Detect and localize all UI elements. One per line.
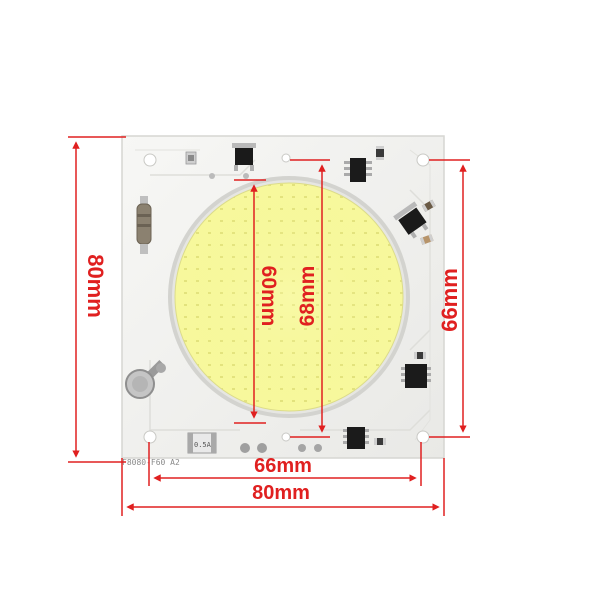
mounting-hole [281,153,291,163]
via-pad [209,173,215,179]
label-board-height: 80mm [83,254,108,318]
solder-pad [298,444,306,452]
dimension-annotations [68,136,470,516]
label-led-diameter: 60mm [257,266,280,327]
ic-chip-top-right [344,158,372,182]
mounting-holes [143,153,430,444]
pcb-model-marking: F8080-F60 A2 [122,458,180,467]
components: 0.5A [122,143,436,467]
label-pad-diameter: 68mm [296,266,319,327]
transistor-right [393,201,429,239]
capacitor-smd [421,199,436,212]
fuse: 0.5A [187,432,217,454]
resistor-smd [376,146,384,160]
label-hole-spacing-vertical: 66mm [437,268,462,332]
solder-pad [314,444,322,452]
label-board-width: 80mm [252,482,310,504]
ic-chip-bottom [343,427,369,449]
smd-diode [185,151,197,165]
mounting-hole [143,430,157,444]
label-hole-spacing-horizontal: 66mm [254,455,312,477]
mounting-hole [416,153,430,167]
resistor-smd [374,438,386,445]
solder-pad [257,443,267,453]
axial-resistor [136,196,152,254]
ic-chip-right [401,364,431,388]
mounting-hole [143,153,157,167]
fuse-marking: 0.5A [194,441,212,449]
mounting-hole [281,432,291,442]
via-pad [243,173,249,179]
transistor-top [232,143,256,171]
mounting-hole [416,430,430,444]
dimension-labels: 80mm 80mm 66mm 66mm 60mm 68mm [83,254,462,504]
varistor [125,359,166,399]
led-emitter [168,176,410,418]
solder-pad [240,443,250,453]
resistor-smd [419,234,434,245]
resistor-smd [414,352,426,359]
